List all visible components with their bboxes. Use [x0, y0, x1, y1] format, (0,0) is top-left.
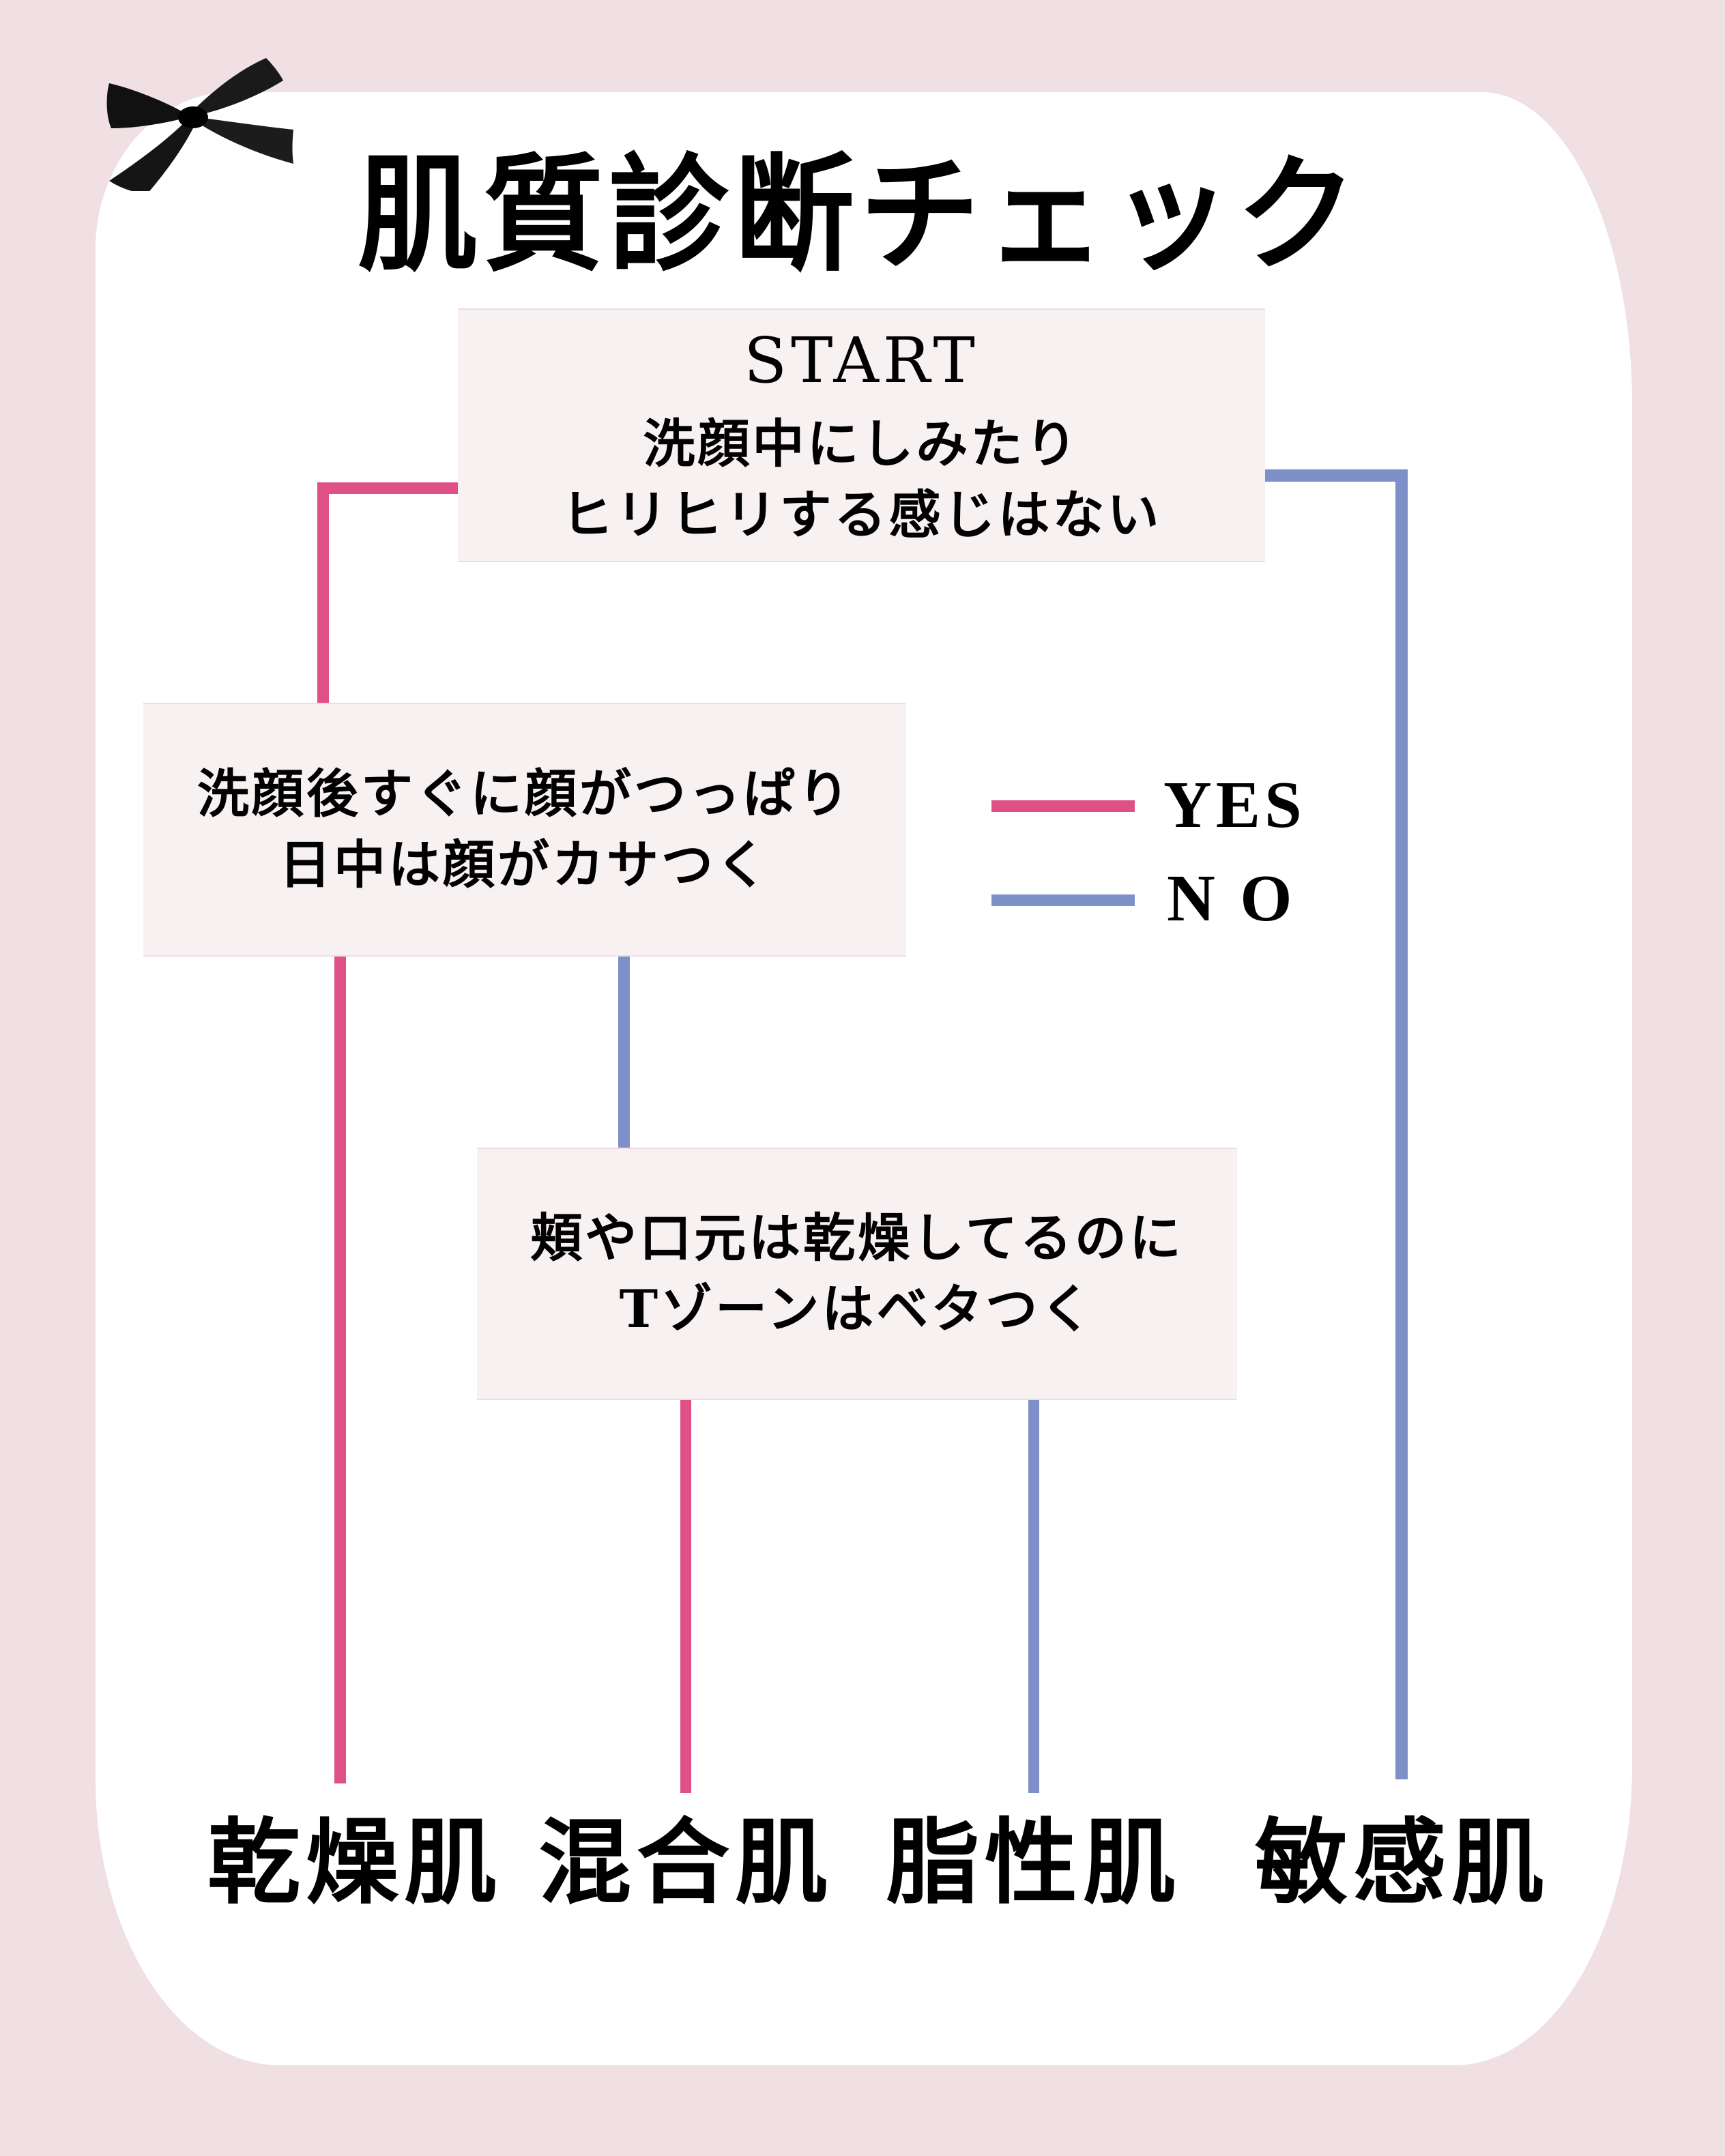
- yes-connector-start-v: [317, 482, 329, 704]
- ribbon-bow-icon: [106, 58, 293, 191]
- start-label: START: [744, 324, 979, 397]
- question2-line-2: 日中は顔がカサつく: [279, 834, 770, 895]
- question3-box: 頬や口元は乾燥してるのに Tゾーンはベタつく: [477, 1148, 1237, 1400]
- no-connector-start-v: [1395, 469, 1408, 1779]
- legend-yes-swatch: [991, 800, 1135, 812]
- result-dry-skin: 乾燥肌: [207, 1808, 502, 1917]
- legend-no-swatch: [991, 894, 1135, 906]
- start-question-line-2: ヒリヒリする感じはない: [561, 484, 1162, 545]
- start-box: START 洗顔中にしみたり ヒリヒリする感じはない: [458, 308, 1265, 562]
- legend-no-label: N O: [1167, 862, 1296, 935]
- yes-connector-start-h: [317, 482, 459, 494]
- question2-line-1: 洗顔後すぐに顔がつっぱり: [197, 763, 852, 824]
- page-title: 肌質診断チェック: [357, 140, 1362, 289]
- no-connector-q2: [618, 955, 630, 1149]
- question2-box: 洗顔後すぐに顔がつっぱり 日中は顔がカサつく: [143, 703, 906, 957]
- yes-connector-q3: [680, 1399, 691, 1793]
- question3-line-2: Tゾーンはベタつく: [619, 1279, 1095, 1339]
- result-combination-skin: 混合肌: [538, 1808, 833, 1917]
- no-connector-q3: [1028, 1399, 1039, 1793]
- no-connector-start-h: [1264, 469, 1408, 482]
- start-question-line-1: 洗顔中にしみたり: [643, 413, 1080, 474]
- question3-line-1: 頬や口元は乾燥してるのに: [530, 1208, 1184, 1268]
- legend-yes-label: YES: [1163, 768, 1306, 842]
- result-oily-skin: 脂性肌: [886, 1808, 1181, 1917]
- result-sensitive-skin: 敏感肌: [1255, 1808, 1550, 1917]
- yes-connector-q2: [334, 955, 346, 1783]
